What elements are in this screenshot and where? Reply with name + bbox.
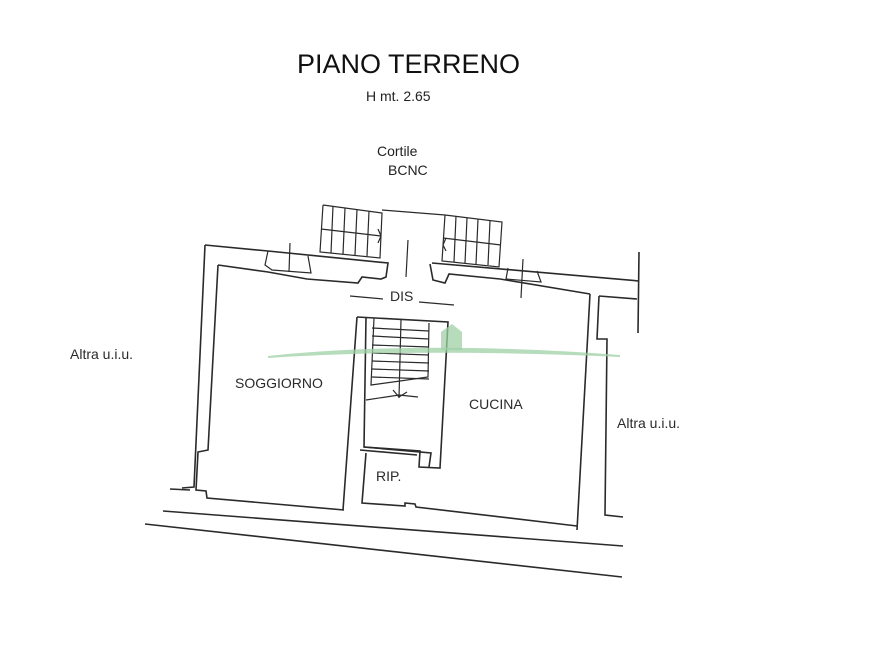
corridor-right-line — [418, 301, 455, 306]
right-entrance-steps — [441, 214, 503, 268]
bottom-boundary-line-2 — [144, 523, 623, 578]
ceiling-height-note: H mt. 2.65 — [366, 88, 431, 104]
bottom-boundary-line-1 — [162, 510, 624, 547]
bottom-left-stub — [169, 488, 191, 491]
label-other-unit-right: Altra u.i.u. — [617, 415, 680, 431]
walls — [181, 242, 640, 531]
entrance-axis-line — [405, 239, 409, 278]
courtyard-sublabel: BCNC — [388, 162, 428, 178]
room-label-storage: RIP. — [376, 468, 401, 484]
room-label-living: SOGGIORNO — [235, 375, 323, 391]
room-label-kitchen: CUCINA — [469, 396, 523, 412]
plan-title: PIANO TERRENO — [297, 49, 520, 79]
label-other-unit-left: Altra u.i.u. — [70, 346, 133, 362]
room-label-corridor: DIS — [390, 288, 413, 304]
interior-staircase — [365, 317, 430, 401]
courtyard-label: Cortile — [377, 143, 418, 159]
left-entrance-steps — [319, 204, 383, 259]
corridor-left-line — [349, 295, 384, 300]
courtyard-edge-line — [381, 209, 446, 216]
watermark-house-icon — [268, 324, 620, 358]
